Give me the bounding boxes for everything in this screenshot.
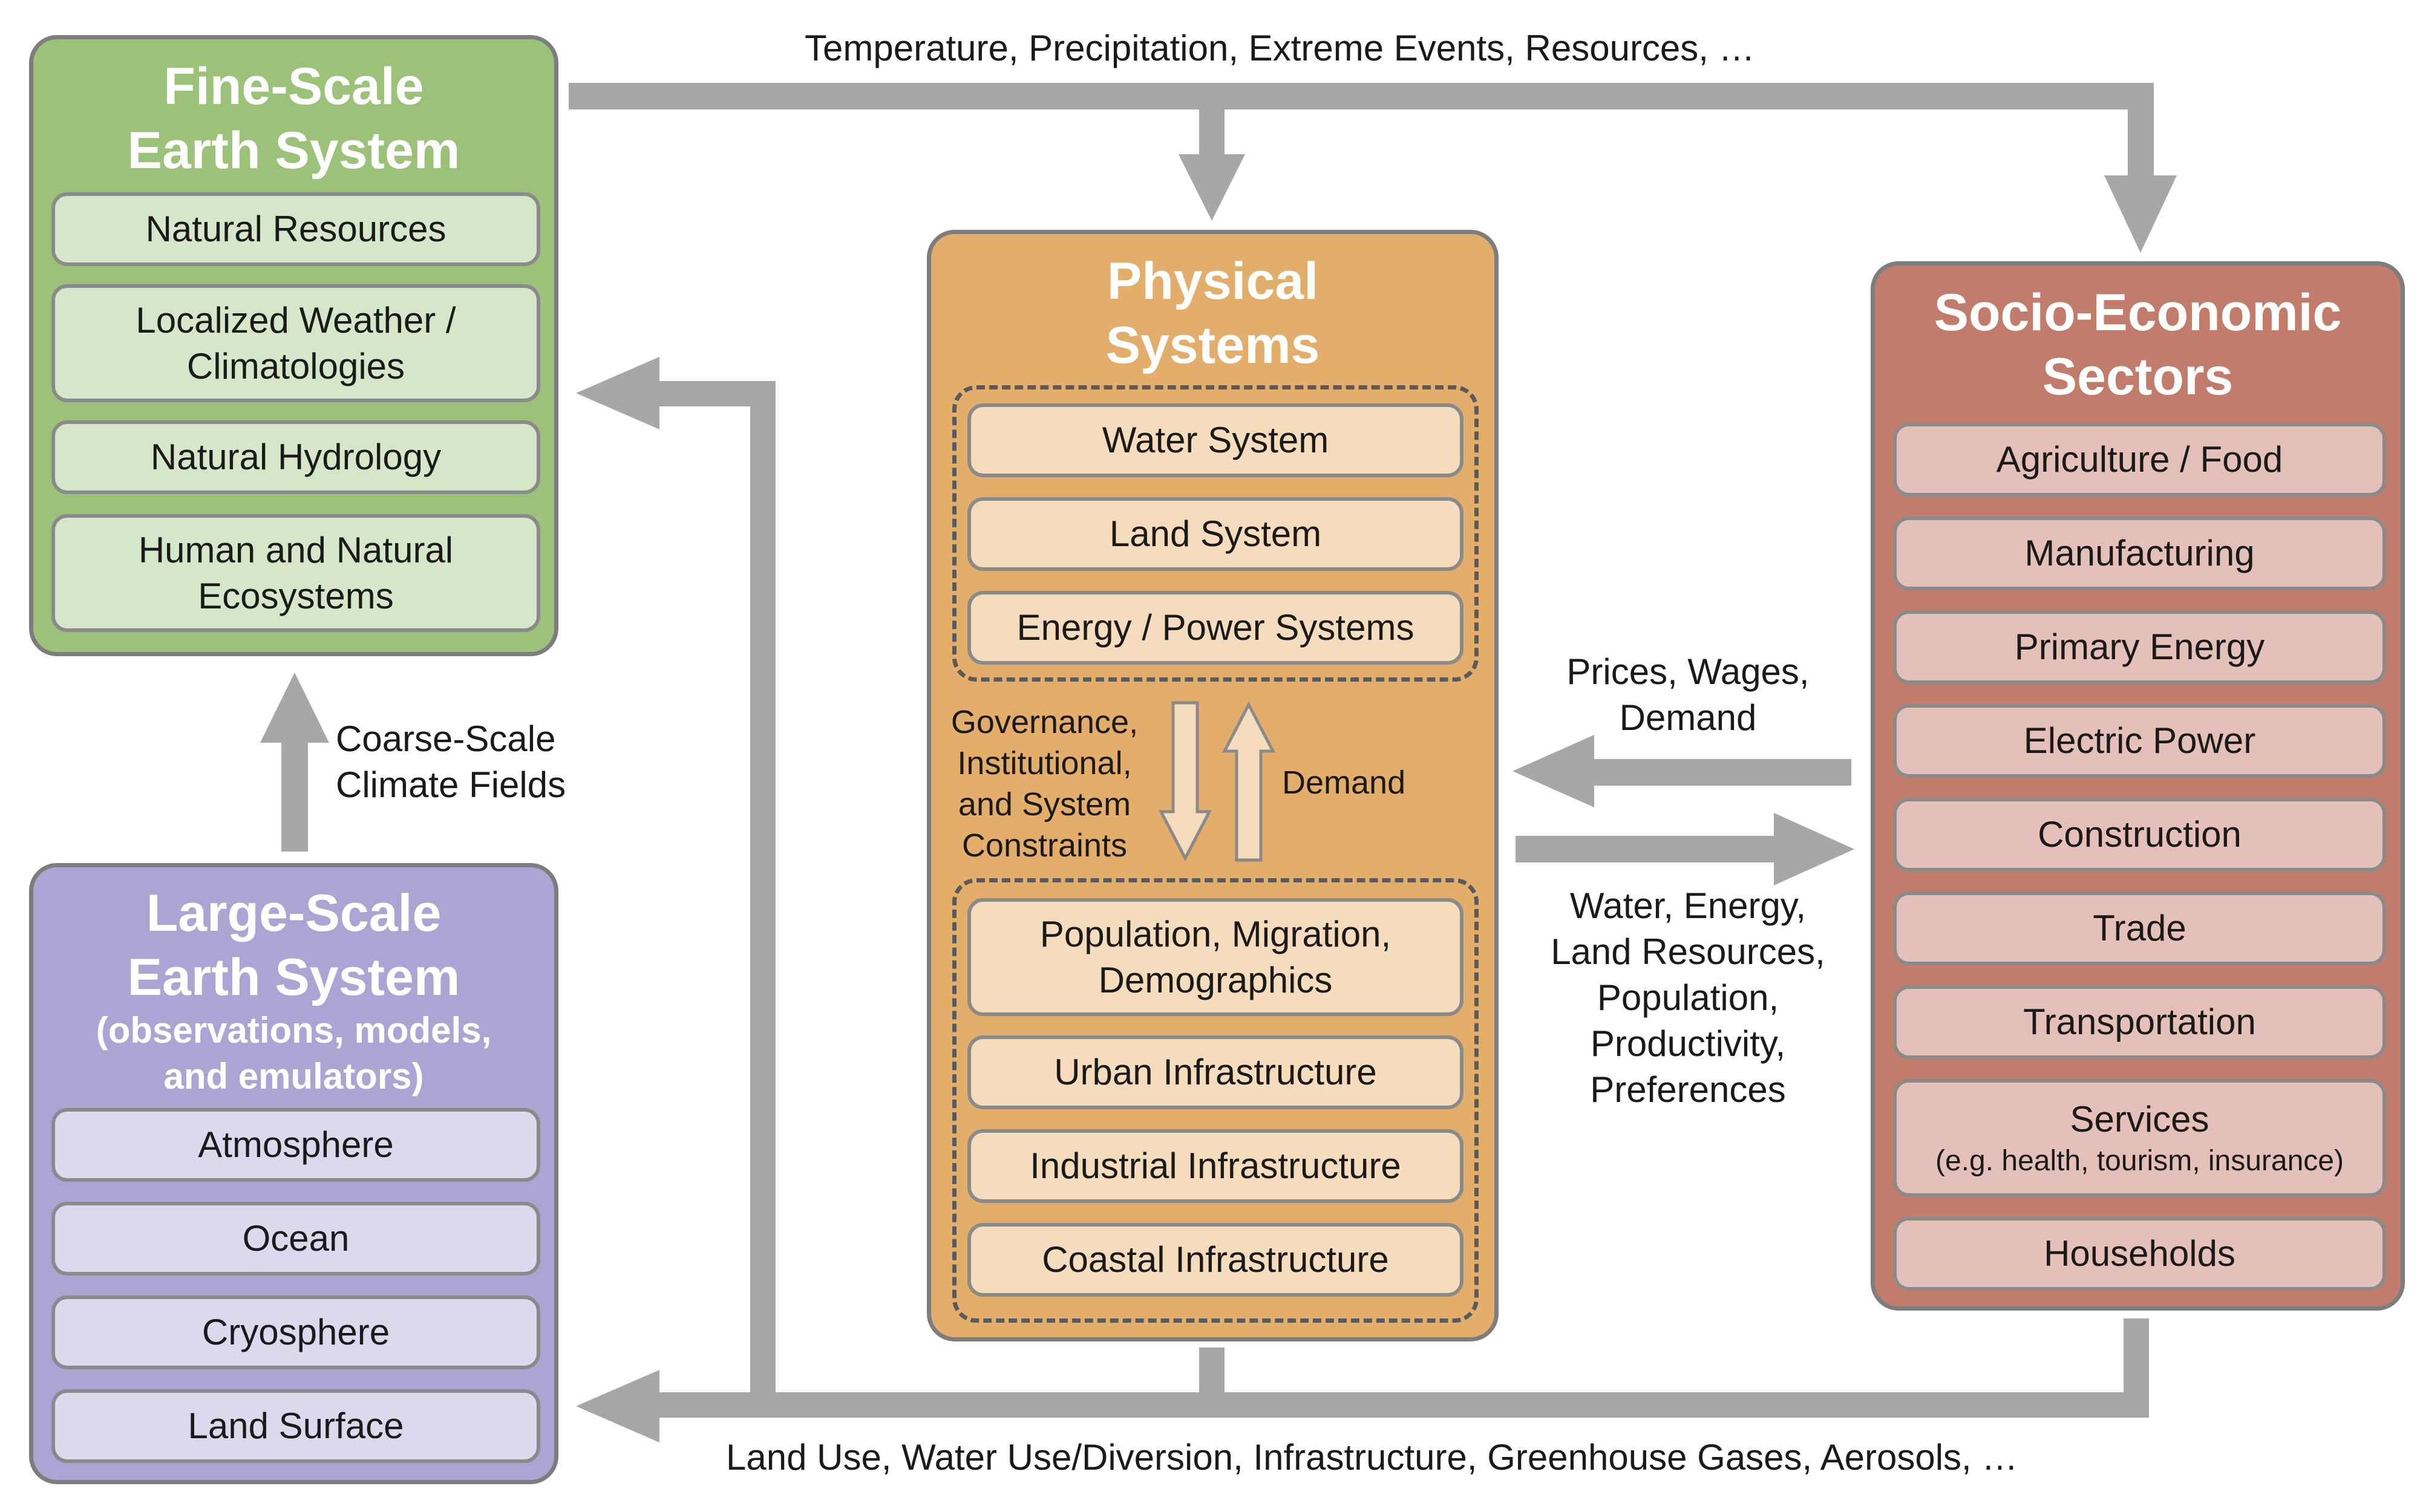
households-item: Households (1893, 1217, 2386, 1291)
socio-economic-title: Socio-Economic Sectors (1934, 284, 2342, 406)
physical-to-bottom-bar (1199, 1347, 1225, 1402)
top-to-physical-arrowhead (1179, 154, 1245, 221)
governance-label: Governance, Institutional, and System Co… (950, 704, 1139, 864)
population-migration-item: Population, Migration, Demographics (967, 898, 1463, 1016)
trade-item: Trade (1893, 891, 2386, 965)
top-flow-bar (569, 83, 2154, 109)
urban-infrastructure-item: Urban Infrastructure (967, 1035, 1463, 1109)
prices-shaft (1588, 759, 1851, 786)
water-arrowhead (1774, 813, 1854, 885)
top-to-socio-shaft (2128, 83, 2154, 177)
bottom-flow-label: Land Use, Water Use/Diversion, Infrastru… (726, 1437, 2018, 1478)
return-vertical-bar (750, 381, 776, 1397)
manufacturing-item: Manufacturing (1893, 516, 2386, 590)
fine-scale-title: Fine-Scale Earth System (127, 57, 460, 180)
agriculture-food-item: Agriculture / Food (1893, 423, 2386, 497)
physical-bottom-group (952, 878, 1479, 1323)
water-system-item: Water System (967, 403, 1463, 477)
atmosphere-item: Atmosphere (51, 1108, 540, 1182)
top-to-socio-arrowhead (2104, 175, 2177, 253)
energy-power-systems-item: Energy / Power Systems (967, 591, 1463, 665)
services-note: (e.g. health, tourism, insurance) (1935, 1144, 2344, 1177)
water-energy-label: Water, Energy, Land Resources, Populatio… (1551, 885, 1825, 1110)
demand-label: Demand (1282, 764, 1406, 801)
socio-to-bottom-bar (2124, 1318, 2149, 1403)
localized-weather-item: Localized Weather / Climatologies (51, 284, 540, 402)
coarse-scale-arrowhead (260, 673, 329, 743)
fine-scale-panel: Fine-Scale Earth System Natural Resource… (29, 35, 558, 656)
to-large-scale-arrowhead (576, 1370, 659, 1442)
transportation-item: Transportation (1893, 985, 2386, 1059)
prices-arrowhead (1512, 735, 1594, 807)
services-item: Services (e.g. health, tourism, insuranc… (1893, 1079, 2386, 1197)
services-label: Services (2070, 1098, 2209, 1139)
coarse-scale-shaft (281, 741, 308, 852)
natural-hydrology-item: Natural Hydrology (51, 420, 540, 494)
large-scale-subtitle: (observations, models, and emulators) (96, 1010, 492, 1097)
physical-systems-panel: Physical Systems Water System Land Syste… (927, 230, 1499, 1341)
demand-up-arrow (1221, 701, 1276, 862)
physical-top-group (952, 385, 1479, 682)
construction-item: Construction (1893, 798, 2386, 872)
coarse-scale-label: Coarse-Scale Climate Fields (336, 719, 566, 805)
prices-label: Prices, Wages, Demand (1566, 651, 1810, 738)
coastal-infrastructure-item: Coastal Infrastructure (967, 1223, 1463, 1297)
top-flow-label: Temperature, Precipitation, Extreme Even… (805, 28, 1755, 68)
top-to-physical-shaft (1199, 97, 1225, 157)
electric-power-item: Electric Power (1893, 704, 2386, 778)
land-surface-item: Land Surface (51, 1389, 540, 1463)
cryosphere-item: Cryosphere (51, 1295, 540, 1369)
ocean-item: Ocean (51, 1202, 540, 1276)
large-scale-panel: Large-Scale Earth System (observations, … (29, 863, 558, 1484)
governance-down-arrow (1158, 701, 1212, 862)
water-shaft (1516, 836, 1779, 862)
land-system-item: Land System (967, 497, 1463, 571)
natural-resources-item: Natural Resources (51, 192, 540, 266)
socio-economic-panel: Socio-Economic Sectors Agriculture / Foo… (1871, 261, 2405, 1311)
human-natural-ecosystems-item: Human and Natural Ecosystems (51, 514, 540, 632)
to-fine-scale-shaft (656, 381, 776, 406)
bottom-flow-bar (656, 1392, 2149, 1418)
large-scale-title: Large-Scale Earth System (127, 884, 460, 1006)
to-fine-scale-arrowhead (576, 357, 659, 429)
industrial-infrastructure-item: Industrial Infrastructure (967, 1129, 1463, 1203)
primary-energy-item: Primary Energy (1893, 610, 2386, 684)
physical-systems-title: Physical Systems (1105, 252, 1320, 374)
